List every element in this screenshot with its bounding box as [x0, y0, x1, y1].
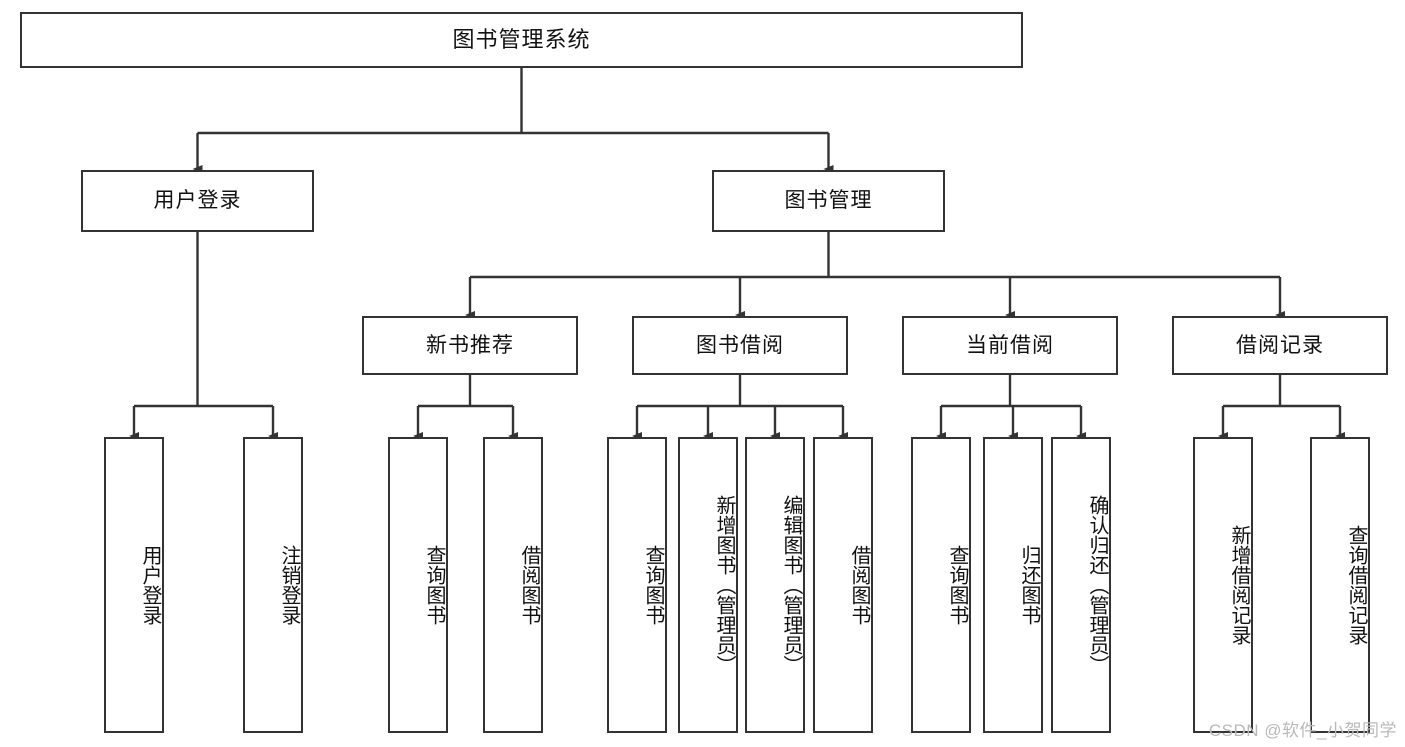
node-leaf_user_login[interactable]: 用户登录: [104, 437, 164, 733]
node-user_login[interactable]: 用户登录: [81, 170, 314, 232]
node-label: 确认归还（管理员）: [1086, 495, 1108, 675]
node-leaf_cb_confirm[interactable]: 确认归还（管理员）: [1051, 437, 1111, 733]
node-new_book_rec[interactable]: 新书推荐: [362, 316, 578, 375]
node-leaf_nb_query[interactable]: 查询图书: [388, 437, 448, 733]
node-leaf_logout[interactable]: 注销登录: [243, 437, 303, 733]
node-borrow_record[interactable]: 借阅记录: [1172, 316, 1388, 375]
node-label: 查询图书: [423, 545, 445, 625]
node-book_mgmt[interactable]: 图书管理: [712, 170, 945, 232]
node-label: 新书推荐: [426, 333, 514, 357]
node-leaf_bb_borrow[interactable]: 借阅图书: [813, 437, 873, 733]
node-label: 用户登录: [139, 545, 161, 625]
node-label: 借阅记录: [1236, 333, 1324, 357]
node-current_borrow[interactable]: 当前借阅: [902, 316, 1118, 375]
node-leaf_cb_query[interactable]: 查询图书: [911, 437, 971, 733]
node-leaf_br_query[interactable]: 查询借阅记录: [1310, 437, 1370, 733]
node-book_borrow[interactable]: 图书借阅: [632, 316, 848, 375]
node-leaf_br_add[interactable]: 新增借阅记录: [1193, 437, 1253, 733]
node-leaf_bb_edit[interactable]: 编辑图书（管理员）: [745, 437, 805, 733]
node-label: 图书借阅: [696, 333, 784, 357]
node-label: 查询图书: [946, 545, 968, 625]
node-label: 当前借阅: [966, 333, 1054, 357]
node-leaf_nb_borrow[interactable]: 借阅图书: [483, 437, 543, 733]
node-label: 新增图书（管理员）: [713, 495, 735, 675]
node-label: 借阅图书: [518, 545, 540, 625]
node-root[interactable]: 图书管理系统: [20, 12, 1023, 68]
node-label: 编辑图书（管理员）: [780, 495, 802, 675]
node-label: 借阅图书: [848, 545, 870, 625]
node-label: 用户登录: [153, 189, 242, 213]
node-label: 注销登录: [278, 545, 300, 625]
node-label: 图书管理系统: [452, 26, 591, 52]
node-leaf_bb_query[interactable]: 查询图书: [607, 437, 667, 733]
node-leaf_bb_add[interactable]: 新增图书（管理员）: [678, 437, 738, 733]
node-leaf_cb_return[interactable]: 归还图书: [983, 437, 1043, 733]
node-label: 归还图书: [1018, 545, 1040, 625]
node-label: 图书管理: [784, 189, 873, 213]
node-label: 查询图书: [642, 545, 664, 625]
node-label: 查询借阅记录: [1345, 525, 1367, 645]
node-label: 新增借阅记录: [1228, 525, 1250, 645]
